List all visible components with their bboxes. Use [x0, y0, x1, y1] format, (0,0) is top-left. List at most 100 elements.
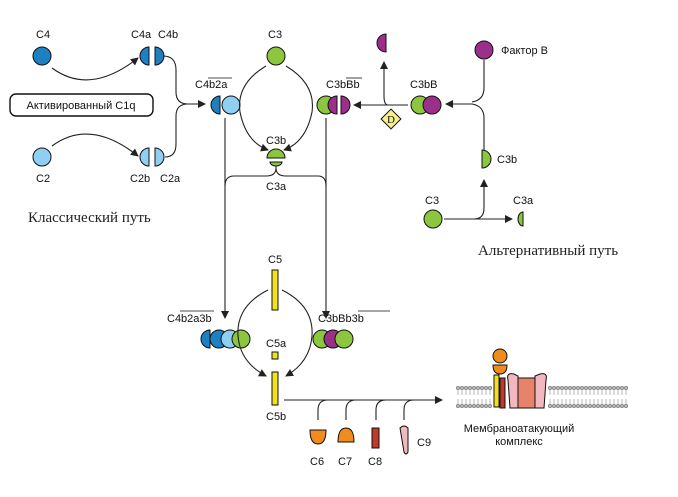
lipid-head	[567, 385, 573, 391]
classical-pathway-title: Классический путь	[28, 210, 151, 226]
lipid-head	[579, 385, 585, 391]
c2a-label: C2a	[160, 173, 181, 185]
factor-b-molecule	[474, 40, 494, 60]
lipid-head	[591, 403, 597, 409]
c2b-label: C2b	[130, 173, 150, 185]
lipid-head	[587, 385, 593, 391]
c3b-join-arrow	[445, 100, 485, 150]
lipid-head	[623, 403, 629, 409]
c3b-alt-label: C3b	[497, 154, 517, 166]
mac-c9-right	[534, 373, 547, 409]
c6-join-line	[317, 399, 329, 420]
c3b-mid-label: C3b	[266, 135, 286, 147]
mac-c5b	[493, 374, 500, 408]
lipid-head	[471, 403, 477, 409]
c3-alt-label: C3	[425, 195, 439, 207]
c2-label: C2	[36, 173, 50, 185]
c4a-label: C4a	[131, 29, 152, 41]
lipid-head	[619, 385, 625, 391]
lipid-head	[599, 403, 605, 409]
ba-fragment	[376, 33, 387, 53]
lipid-head	[595, 403, 601, 409]
lipid-head	[471, 385, 477, 391]
lipid-head	[559, 403, 565, 409]
c4b-fragment	[154, 46, 165, 66]
lipid-head	[455, 403, 461, 409]
c9-molecule	[399, 425, 409, 455]
lipid-head	[551, 403, 557, 409]
mac-c7	[492, 364, 508, 375]
lipid-head	[583, 385, 589, 391]
c7-join-line	[345, 399, 357, 420]
c5b-label: C5b	[266, 411, 286, 423]
lipid-head	[575, 403, 581, 409]
mac-pore-body	[516, 377, 536, 409]
c2-cleavage-arrow	[51, 133, 139, 157]
lipid-head	[463, 403, 469, 409]
c5a-fragment	[271, 351, 279, 360]
lipid-head	[555, 403, 561, 409]
c3b-join-left	[224, 166, 277, 187]
lipid-head	[475, 385, 481, 391]
activated-c1q-box	[9, 93, 154, 117]
c3a-fragment-mid	[269, 161, 283, 167]
lipid-head	[619, 403, 625, 409]
mac-c9-left	[507, 373, 519, 409]
ba-release-arrow	[380, 61, 389, 106]
lipid-head	[487, 403, 493, 409]
c3-cleave-left-arrow	[238, 65, 269, 152]
c3bb-label: C3bB	[410, 79, 438, 91]
c5-molecule	[271, 269, 279, 311]
lipid-head	[479, 403, 485, 409]
activated-c1q-label: Активированный C1q	[27, 100, 136, 112]
lipid-head	[603, 403, 609, 409]
lipid-head	[607, 403, 613, 409]
c6-molecule	[309, 429, 327, 445]
c3a-alt-label: C3a	[513, 195, 534, 207]
c2b-fragment	[139, 147, 150, 167]
c3b-join-right	[275, 167, 327, 187]
c3-alt-cleavage-arrow	[444, 179, 488, 220]
c3bbb-label: C3bBb	[326, 79, 360, 91]
lipid-head	[611, 403, 617, 409]
c4b2a3b-label: C4b2a3b	[167, 313, 212, 325]
c9-join-line	[403, 399, 415, 420]
c3bb-b-part	[422, 95, 442, 115]
lipid-head	[563, 385, 569, 391]
mac-assembly: C6 C7 C8 C9 Мембраноатакующий комплекс	[284, 348, 629, 468]
c2a-fragment	[154, 147, 165, 167]
alternative-pathway: C3bB D Фактор B C3b C3 C3a Альтернативны…	[353, 33, 618, 259]
lipid-head	[467, 385, 473, 391]
c7-molecule	[337, 427, 355, 443]
lipid-head	[583, 403, 589, 409]
lipid-head	[599, 385, 605, 391]
lipid-head	[487, 385, 493, 391]
c3-molecule-top	[266, 46, 286, 66]
c4-label: C4	[36, 29, 50, 41]
lipid-head	[559, 385, 565, 391]
c9-label: C9	[417, 437, 431, 449]
factor-d-diamond	[380, 108, 402, 130]
lipid-head	[475, 403, 481, 409]
lipid-head	[551, 385, 557, 391]
c3bbb-bb-part	[327, 95, 338, 115]
c5-label: C5	[268, 254, 282, 266]
lipid-head	[615, 403, 621, 409]
mac-c6	[492, 348, 508, 364]
lipid-head	[579, 403, 585, 409]
lipid-head	[623, 385, 629, 391]
lipid-head	[615, 385, 621, 391]
c8-join-line	[375, 399, 387, 420]
lipid-head	[587, 403, 593, 409]
lipid-head	[555, 385, 561, 391]
c3-convertase-cycle: C4b2a C3 C3b C3a C3bBb	[195, 29, 362, 319]
c6-label: C6	[310, 456, 324, 468]
c4b2a-label: C4b2a	[195, 79, 228, 91]
c2-molecule	[32, 147, 52, 167]
lipid-head	[483, 385, 489, 391]
lipid-head	[591, 385, 597, 391]
lipid-head	[607, 385, 613, 391]
classical-pathway: C4 C4a C4b Активированный C1q C2 C2b C2a…	[9, 29, 206, 226]
c3bbb-bb-part-right	[340, 95, 351, 115]
